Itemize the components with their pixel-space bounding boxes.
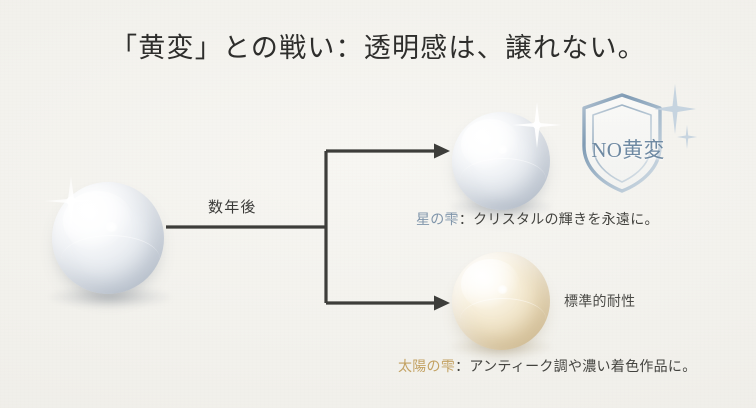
amber-orb bbox=[449, 252, 553, 356]
shield-icon bbox=[582, 93, 662, 193]
amber-orb-sphere bbox=[452, 252, 550, 350]
arrowhead-lower bbox=[434, 295, 450, 311]
before-orb-highlight bbox=[63, 190, 133, 252]
caption-crystal-accent: 星の雫 bbox=[416, 211, 459, 227]
amber-orb-glint bbox=[497, 285, 509, 295]
arrowhead-upper bbox=[434, 143, 450, 159]
caption-amber-body: アンティーク調や濃い着色作品に。 bbox=[469, 358, 697, 374]
caption-crystal: 星の雫：クリスタルの輝きを永遠に。 bbox=[416, 209, 659, 229]
crystal-orb-glint bbox=[497, 145, 509, 155]
caption-amber-accent: 太陽の雫 bbox=[398, 358, 456, 374]
badge-label: NO黄変 bbox=[591, 138, 665, 162]
before-orb-sphere bbox=[52, 182, 164, 294]
crystal-orb-highlight bbox=[460, 118, 520, 170]
crystal-orb-sphere bbox=[452, 112, 550, 210]
caption-amber: 太陽の雫：アンティーク調や濃い着色作品に。 bbox=[398, 356, 697, 376]
flow-stage-label: 数年後 bbox=[208, 199, 257, 216]
caption-crystal-body: クリスタルの輝きを永遠に。 bbox=[473, 211, 659, 227]
page-title: 「黄変」との戦い：透明感は、譲れない。 bbox=[110, 33, 646, 63]
amber-orb-highlight bbox=[460, 258, 520, 310]
caption-crystal-separator: ： bbox=[458, 211, 474, 227]
before-orb bbox=[44, 176, 172, 308]
caption-standard-resistance: 標準的耐性 bbox=[564, 293, 636, 309]
caption-amber-separator: ： bbox=[455, 358, 470, 374]
crystal-orb bbox=[449, 102, 562, 216]
before-orb-glint bbox=[104, 222, 118, 233]
no-yellowing-badge: NO黄変 bbox=[566, 84, 697, 200]
